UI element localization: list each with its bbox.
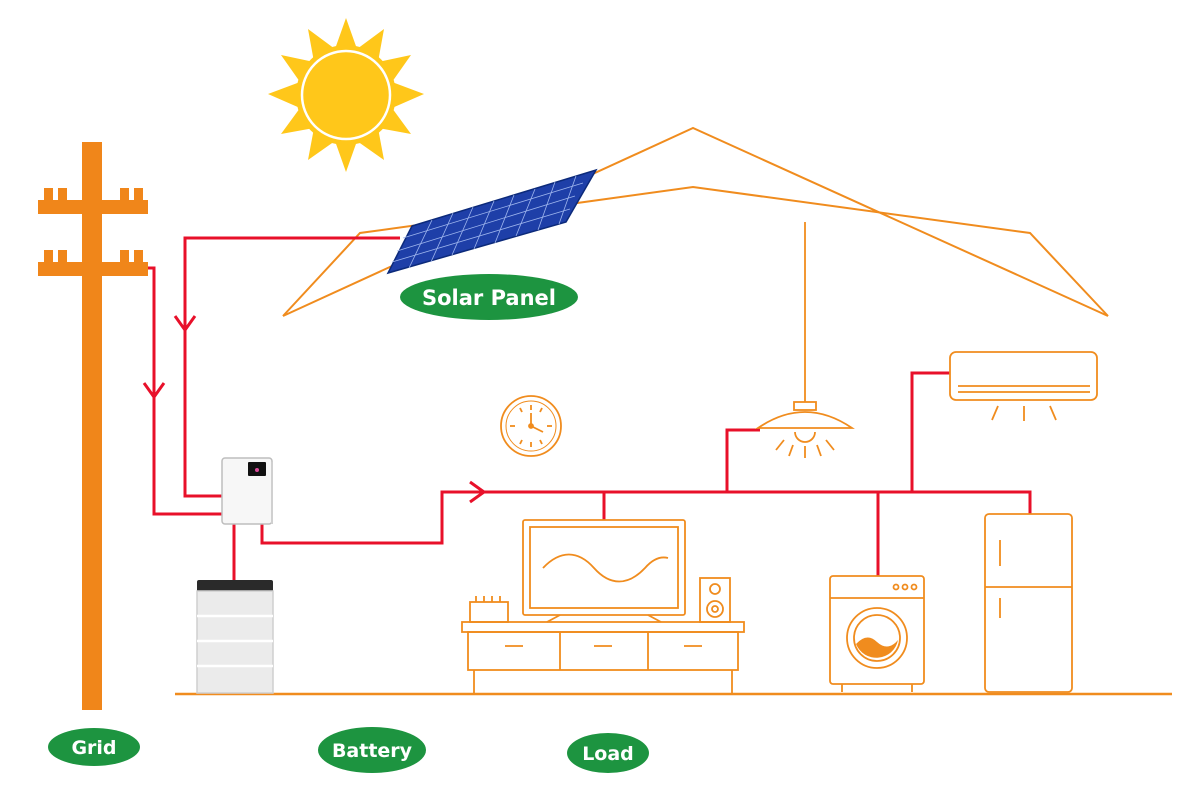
- inverter-to-load-wire: [260, 490, 1032, 545]
- ac-branch-wire: [910, 371, 950, 492]
- battery-stack-icon: [196, 580, 274, 694]
- battery-label: Battery: [318, 727, 426, 773]
- television-icon: [522, 519, 686, 623]
- solar-to-inverter-wire: [183, 236, 400, 498]
- tv-stand: [461, 621, 745, 694]
- grid-to-inverter-wire: [148, 266, 222, 516]
- pendant-lamp-icon: [755, 222, 855, 458]
- solar-panel-icon: [386, 168, 598, 275]
- lamp-branch-wire: [725, 428, 760, 492]
- decor-vases: [469, 596, 509, 623]
- arrow-down-grid: [142, 382, 166, 400]
- inverter-icon: [221, 457, 273, 525]
- wall-clock-icon: [500, 395, 562, 457]
- wiring: [142, 236, 1032, 580]
- grid-label: Grid: [48, 728, 140, 766]
- house-roof: [282, 126, 1109, 317]
- speaker-icon: [699, 577, 731, 623]
- arrow-right-load: [469, 480, 487, 504]
- load-label: Load: [567, 733, 649, 773]
- arrow-down-solar: [173, 315, 197, 333]
- utility-pole-icon: [38, 142, 148, 710]
- sun-icon: [268, 18, 424, 172]
- solar-panel-label: Solar Panel: [400, 274, 578, 320]
- air-conditioner-icon: [949, 351, 1098, 421]
- grid-label-text: Grid: [71, 737, 116, 759]
- load-label-text: Load: [582, 743, 634, 765]
- washing-machine-icon: [829, 575, 925, 692]
- solar-panel-label-text: Solar Panel: [422, 286, 556, 310]
- battery-label-text: Battery: [332, 740, 413, 762]
- refrigerator-icon: [984, 513, 1073, 693]
